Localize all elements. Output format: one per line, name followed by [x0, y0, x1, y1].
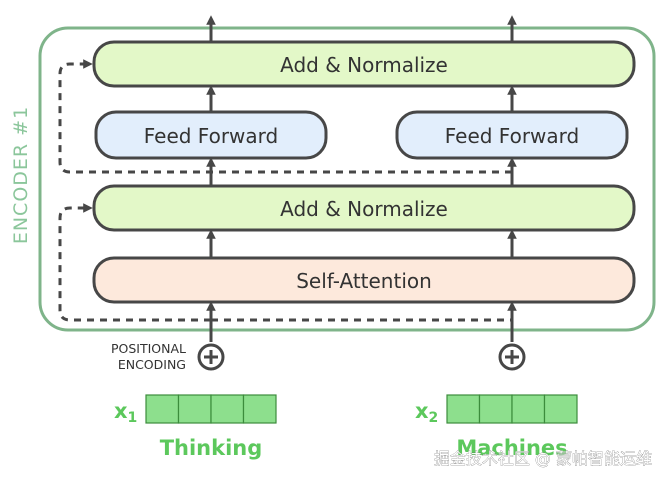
- residual-connection-upper: [58, 59, 512, 174]
- positional-encoding-line1: POSITIONAL: [111, 341, 186, 356]
- feed-forward-left-label: Feed Forward: [144, 124, 279, 148]
- plus-icon: [498, 343, 526, 371]
- self-attention-box: [92, 256, 636, 304]
- input-symbol-2: x2: [415, 399, 438, 426]
- input-word-1: Thinking: [160, 436, 263, 460]
- input-symbol-1: x1: [114, 399, 137, 426]
- input-word-2: Machines: [456, 436, 567, 460]
- encoder-container: [38, 26, 656, 332]
- input-vector-2: [446, 394, 578, 424]
- add-normalize-bottom-label: Add & Normalize: [280, 197, 448, 221]
- input-vector-1: [145, 394, 277, 424]
- encoder-label: ENCODER #1: [10, 106, 32, 244]
- watermark: 掘金技术社区 @ 蒙帕智能运维: [434, 449, 652, 468]
- add-normalize-bottom-box: [92, 184, 636, 232]
- positional-encoding-line2: ENCODING: [118, 357, 186, 372]
- plus-icon: [197, 343, 225, 371]
- add-normalize-top-label: Add & Normalize: [280, 53, 448, 77]
- residual-connection-lower: [58, 203, 211, 322]
- add-normalize-top-box: [92, 40, 636, 88]
- feed-forward-right-label: Feed Forward: [445, 124, 580, 148]
- self-attention-label: Self-Attention: [296, 269, 432, 293]
